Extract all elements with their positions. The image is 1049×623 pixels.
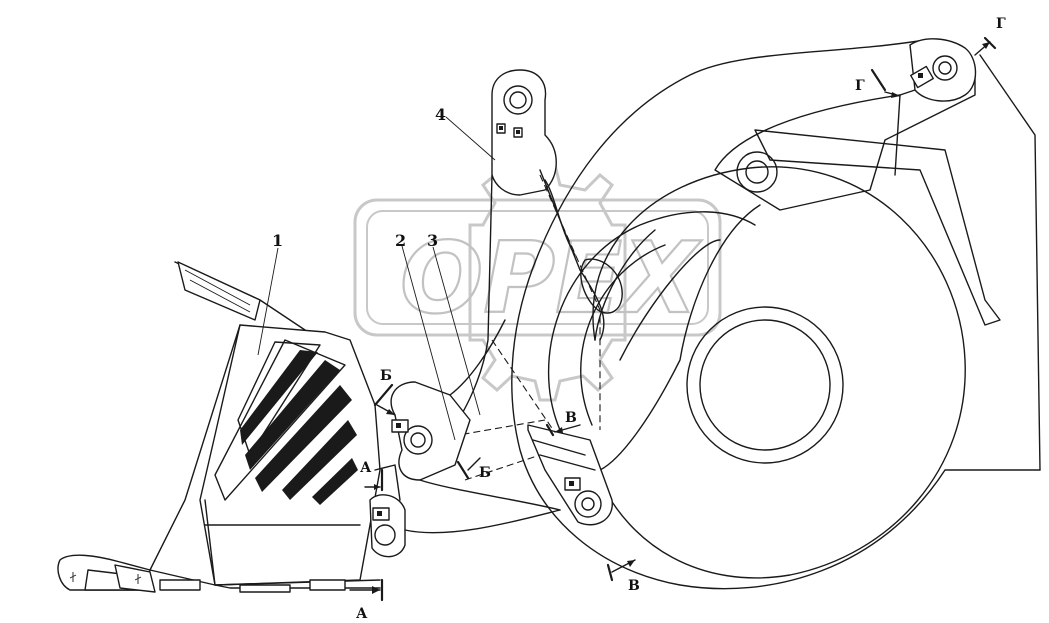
lower-arm <box>390 319 561 511</box>
watermark: OPEX <box>353 163 722 402</box>
watermark-plate-inner <box>366 210 709 325</box>
section-label-b-right: Б <box>479 465 491 481</box>
section-label-g-top: Г <box>996 16 1006 32</box>
callout-1: 1 <box>272 231 283 250</box>
watermark-text: OPEX <box>400 222 702 336</box>
section-label-v-bottom: В <box>628 578 640 594</box>
section-label-a-top: А <box>360 460 372 476</box>
upper-pivot <box>909 38 977 102</box>
section-label-v-top: В <box>565 410 577 426</box>
bucket-grille <box>214 339 358 505</box>
section-label-a-bottom: А <box>356 606 368 622</box>
hub-inner <box>699 319 831 451</box>
arm-pivot <box>736 151 778 193</box>
section-markers <box>349 36 997 602</box>
callout-4: 4 <box>435 105 446 124</box>
bucket <box>57 261 561 593</box>
watermark-plate <box>353 198 722 337</box>
hub-outer <box>686 306 844 464</box>
callout-leaders <box>257 116 496 441</box>
right-link <box>527 424 613 526</box>
callout-2: 2 <box>395 231 406 250</box>
link-4 <box>491 69 576 256</box>
loader-frame <box>511 39 1041 590</box>
callout-3: 3 <box>427 231 438 250</box>
section-label-g-left: Г <box>855 78 865 94</box>
section-label-b-left: Б <box>380 368 392 384</box>
